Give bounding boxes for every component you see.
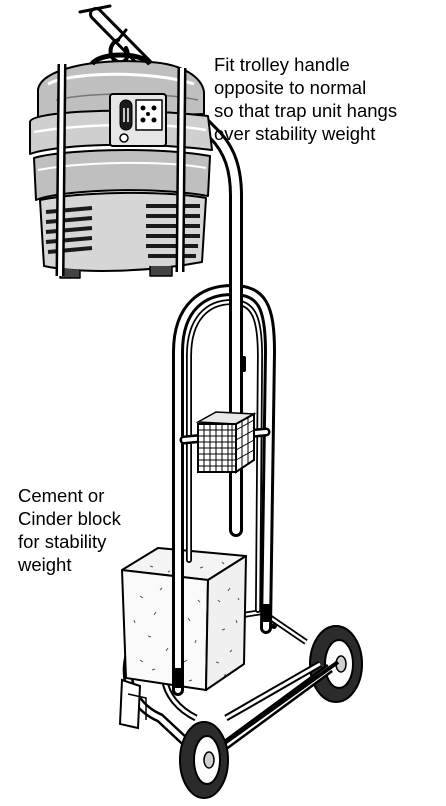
weight-callout: Cement or Cinder block for stability wei… (18, 484, 121, 576)
handle-callout-line: so that trap unit hangs (214, 100, 398, 121)
handle-callout-line: opposite to normal (214, 77, 367, 98)
mesh-basket (195, 411, 257, 474)
handle-callout-line: over stability weight (214, 123, 376, 144)
handle-callout: Fit trolley handle opposite to normal so… (214, 53, 397, 145)
weight-callout-line: Cement or (18, 485, 105, 506)
front-wheel (179, 721, 229, 799)
trap-unit (29, 52, 213, 279)
weight-callout-line: for stability (18, 531, 107, 552)
trolley-handle (78, 4, 243, 537)
weight-callout-line: weight (18, 554, 72, 575)
weight-callout-line: Cinder block (18, 508, 121, 529)
foot-plate (118, 678, 147, 730)
handle-callout-line: Fit trolley handle (214, 54, 350, 75)
cement-block (121, 547, 247, 691)
